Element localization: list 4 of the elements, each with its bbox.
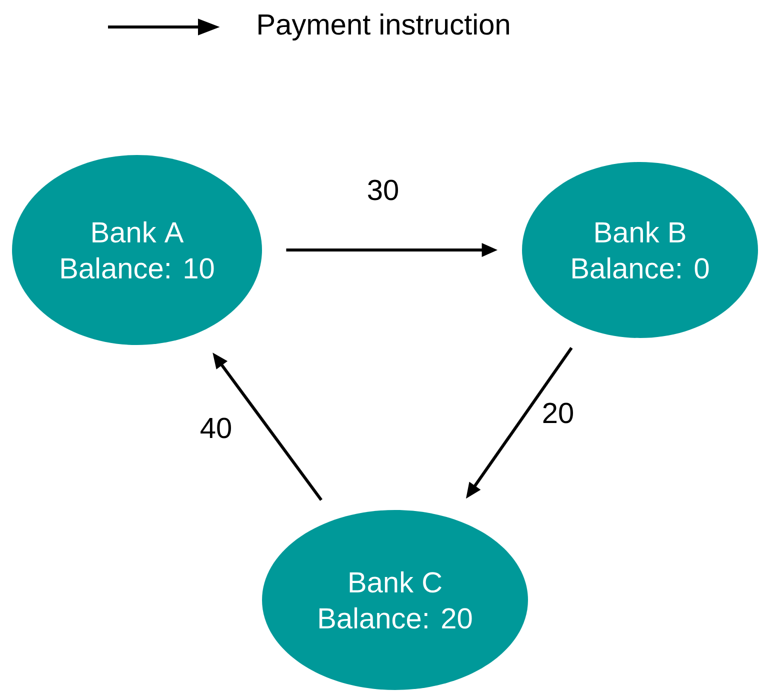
edge-label: 20	[540, 400, 576, 426]
legend-text: Payment instruction	[258, 13, 509, 41]
edge-label: 30	[364, 178, 402, 202]
edge-label: 40	[198, 416, 234, 440]
